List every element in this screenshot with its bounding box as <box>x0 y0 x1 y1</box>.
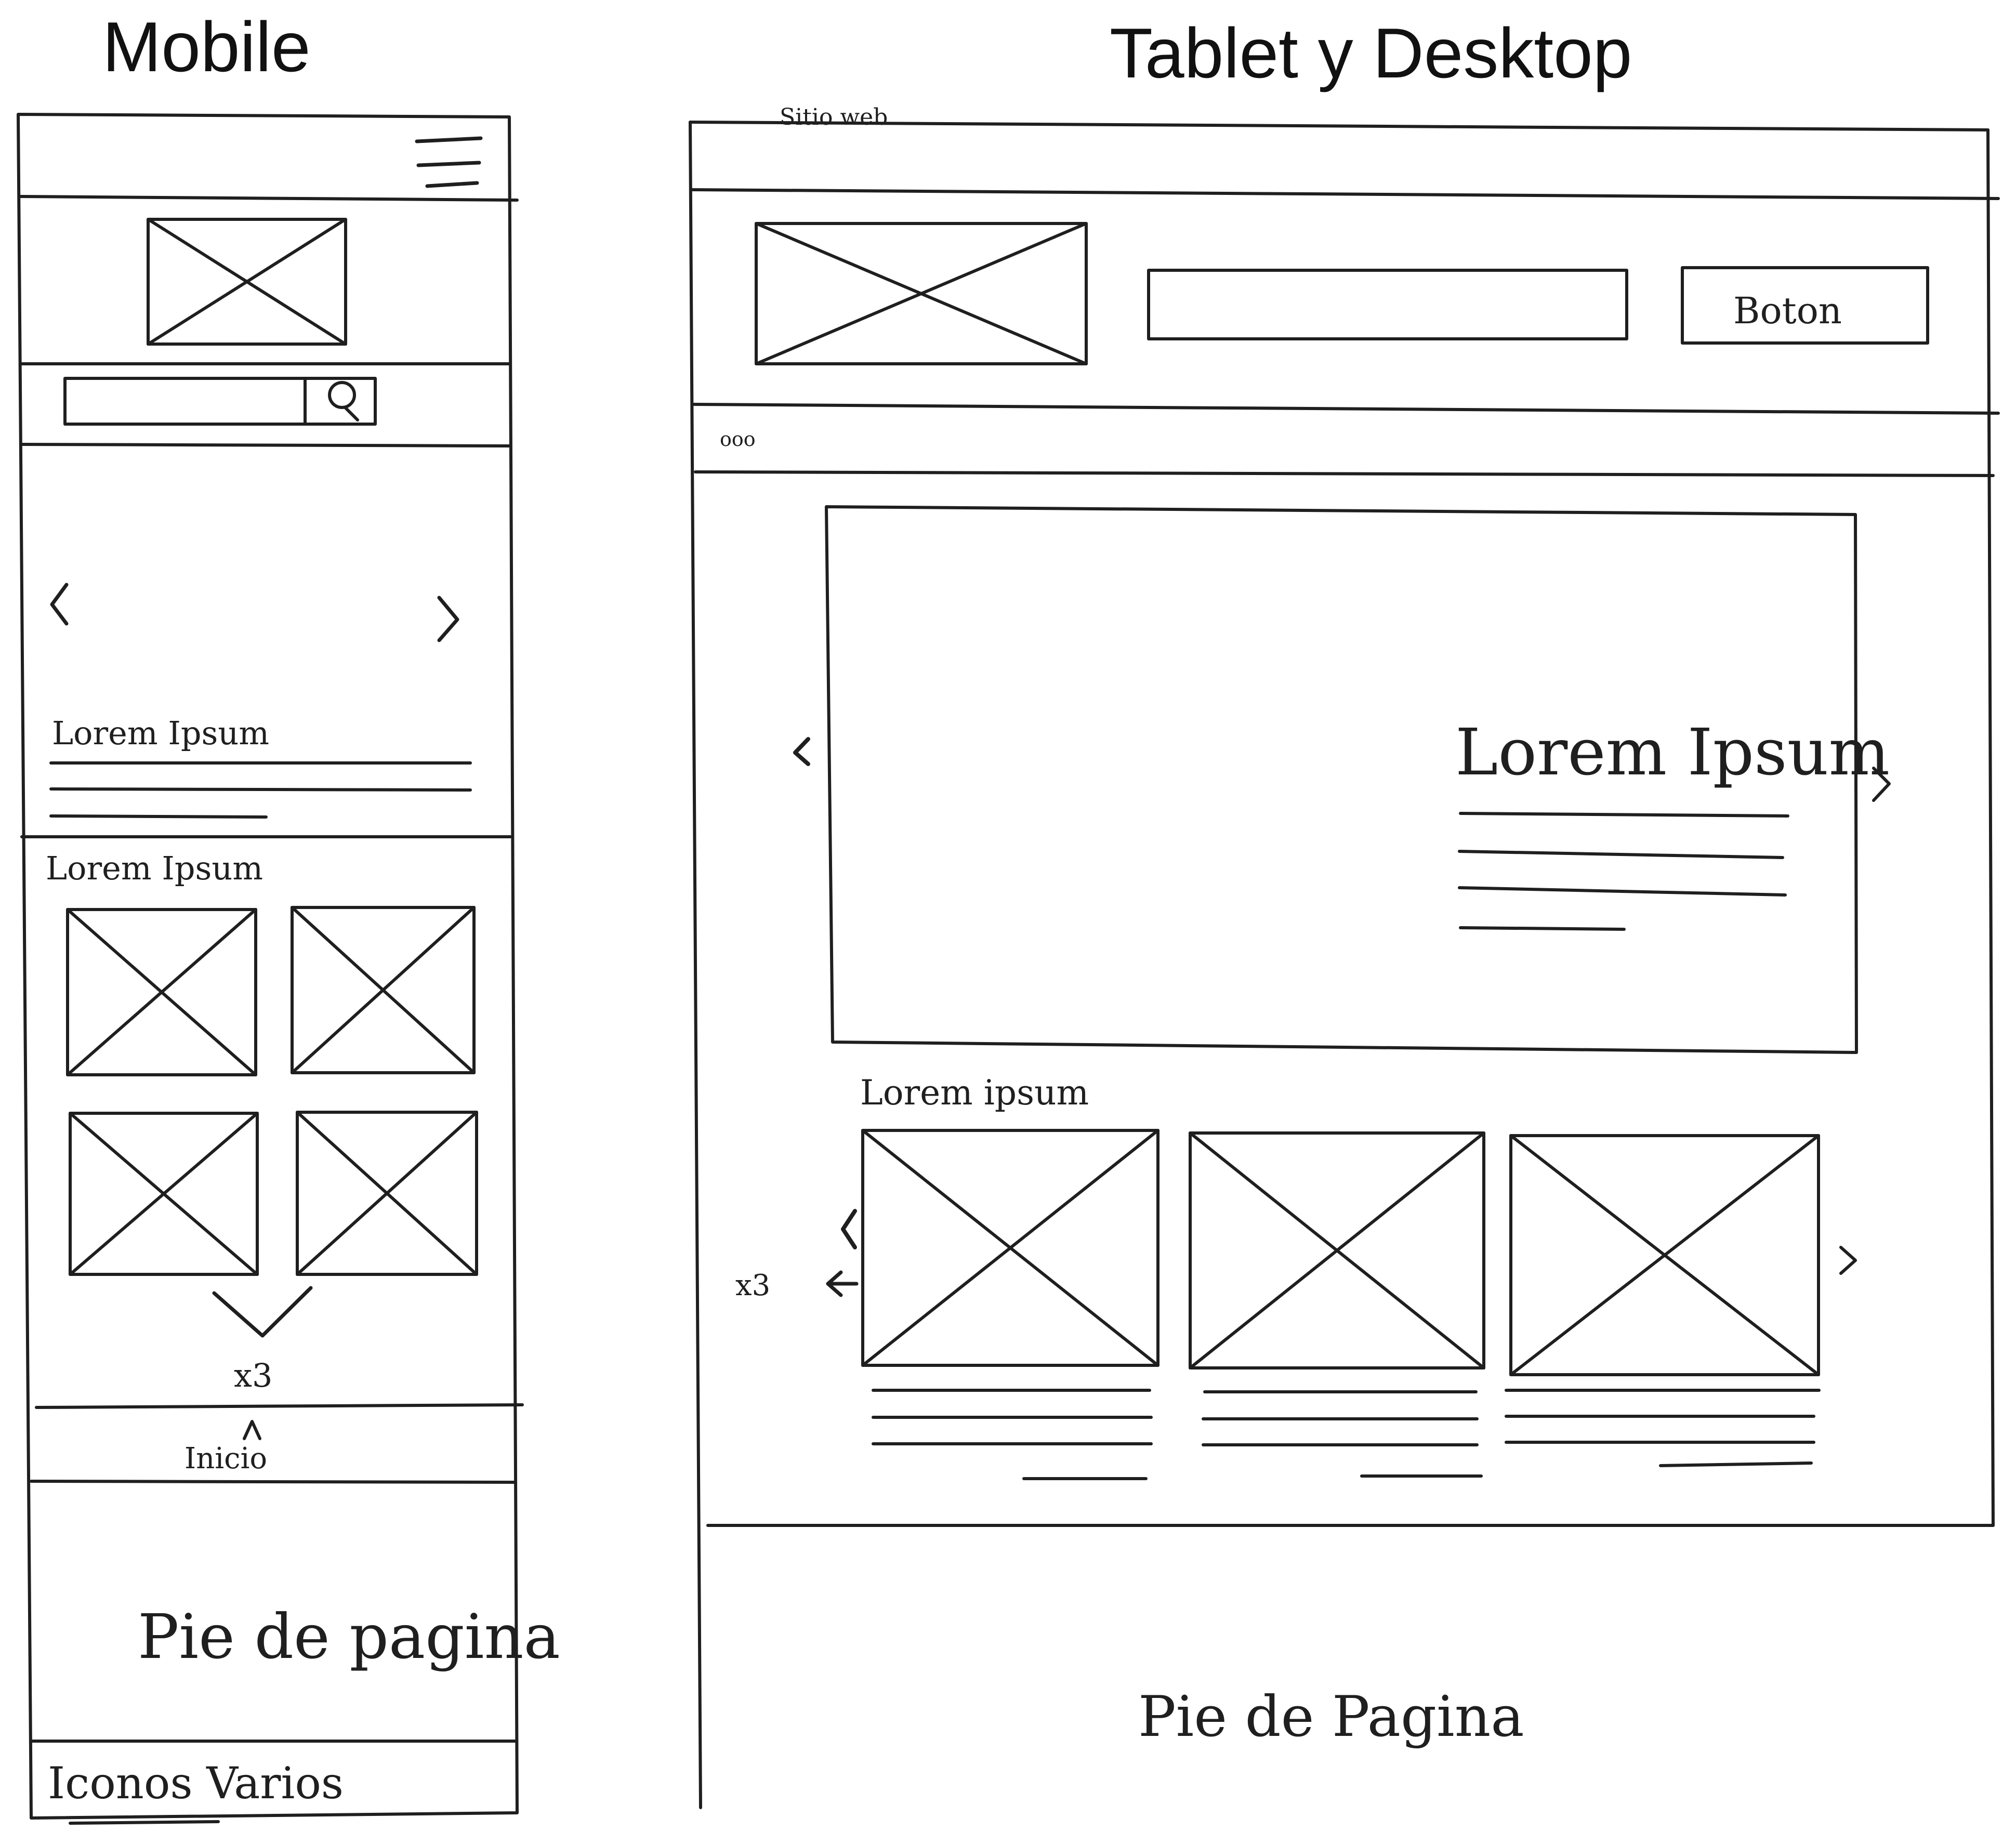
caret-up-icon[interactable] <box>243 1420 261 1440</box>
desktop-section-title: Lorem ipsum <box>860 1073 1089 1113</box>
mobile-frame <box>17 113 519 1820</box>
desktop-repeat-note: x3 <box>735 1269 770 1302</box>
mobile-slider-title: Lorem Ipsum <box>52 714 269 752</box>
mobile-product-image[interactable] <box>66 908 257 1076</box>
desktop-top-bar: Sitio web <box>690 104 2000 200</box>
desktop-hero-slider: Lorem Ipsum <box>793 505 1891 1054</box>
chevron-right-icon[interactable] <box>1872 767 1891 802</box>
mobile-logo-placeholder <box>147 218 347 346</box>
desktop-product-card[interactable] <box>1189 1131 1485 1478</box>
chevron-down-icon[interactable] <box>212 1286 313 1338</box>
mobile-repeat-note: x3 <box>234 1356 272 1394</box>
desktop-breadcrumb-label: ooo <box>720 428 756 451</box>
mobile-section-title: Lorem Ipsum <box>46 849 263 887</box>
desktop-breadcrumb: ooo <box>694 428 1995 477</box>
mobile-header <box>18 136 519 202</box>
desktop-search-input[interactable] <box>1147 269 1628 340</box>
mobile-wireframe: Lorem Ipsum Lorem Ipsum <box>17 113 560 1825</box>
desktop-button-label[interactable]: Boton <box>1733 289 1842 332</box>
desktop-top-bar-fragment: Sitio web <box>780 104 888 130</box>
chevron-right-icon[interactable] <box>1839 1246 1857 1275</box>
desktop-product-card[interactable] <box>1505 1134 1821 1467</box>
hero-slide <box>825 505 1858 1054</box>
desktop-footer-label: Pie de Pagina <box>1138 1684 1524 1749</box>
chevron-left-icon[interactable] <box>50 583 69 626</box>
mobile-search <box>63 377 377 426</box>
desktop-product-carousel: Lorem ipsum <box>735 1073 1857 1480</box>
chevron-right-icon[interactable] <box>437 596 459 642</box>
mobile-heading: Mobile <box>102 7 311 86</box>
mobile-products: Lorem Ipsum x3 <box>46 849 478 1394</box>
mobile-slider: Lorem Ipsum <box>49 583 472 819</box>
mobile-product-image[interactable] <box>69 1112 259 1276</box>
mobile-back-to-top-label[interactable]: Inicio <box>185 1442 267 1476</box>
desktop-logo-placeholder <box>755 222 1088 365</box>
desktop-wireframe: Sitio web Boton ooo Lorem Ip <box>689 104 2000 1809</box>
search-icon[interactable] <box>304 377 377 426</box>
chevron-left-icon[interactable] <box>793 737 810 766</box>
desktop-header: Boton <box>692 222 2000 415</box>
chevron-left-icon[interactable] <box>841 1209 857 1249</box>
hamburger-menu-icon[interactable] <box>415 136 483 188</box>
mobile-search-input[interactable] <box>63 377 307 426</box>
desktop-header-button[interactable]: Boton <box>1681 266 1929 345</box>
desktop-slider-title: Lorem Ipsum <box>1455 715 1890 790</box>
desktop-footer: Pie de Pagina <box>706 1524 1995 1749</box>
desktop-product-card[interactable] <box>861 1129 1159 1480</box>
desktop-frame-top <box>689 121 1989 131</box>
mobile-product-image[interactable] <box>296 1111 478 1276</box>
mobile-footer-icons-label: Iconos Varios <box>48 1758 344 1809</box>
desktop-heading: Tablet y Desktop <box>1110 14 1632 93</box>
mobile-footer-label: Pie de pagina <box>138 1601 560 1672</box>
arrow-left-icon <box>826 1270 859 1297</box>
mobile-footer: Pie de pagina Iconos Varios <box>30 1601 560 1825</box>
mobile-product-image[interactable] <box>291 906 476 1074</box>
mobile-back-to-top[interactable]: Inicio <box>185 1420 267 1476</box>
